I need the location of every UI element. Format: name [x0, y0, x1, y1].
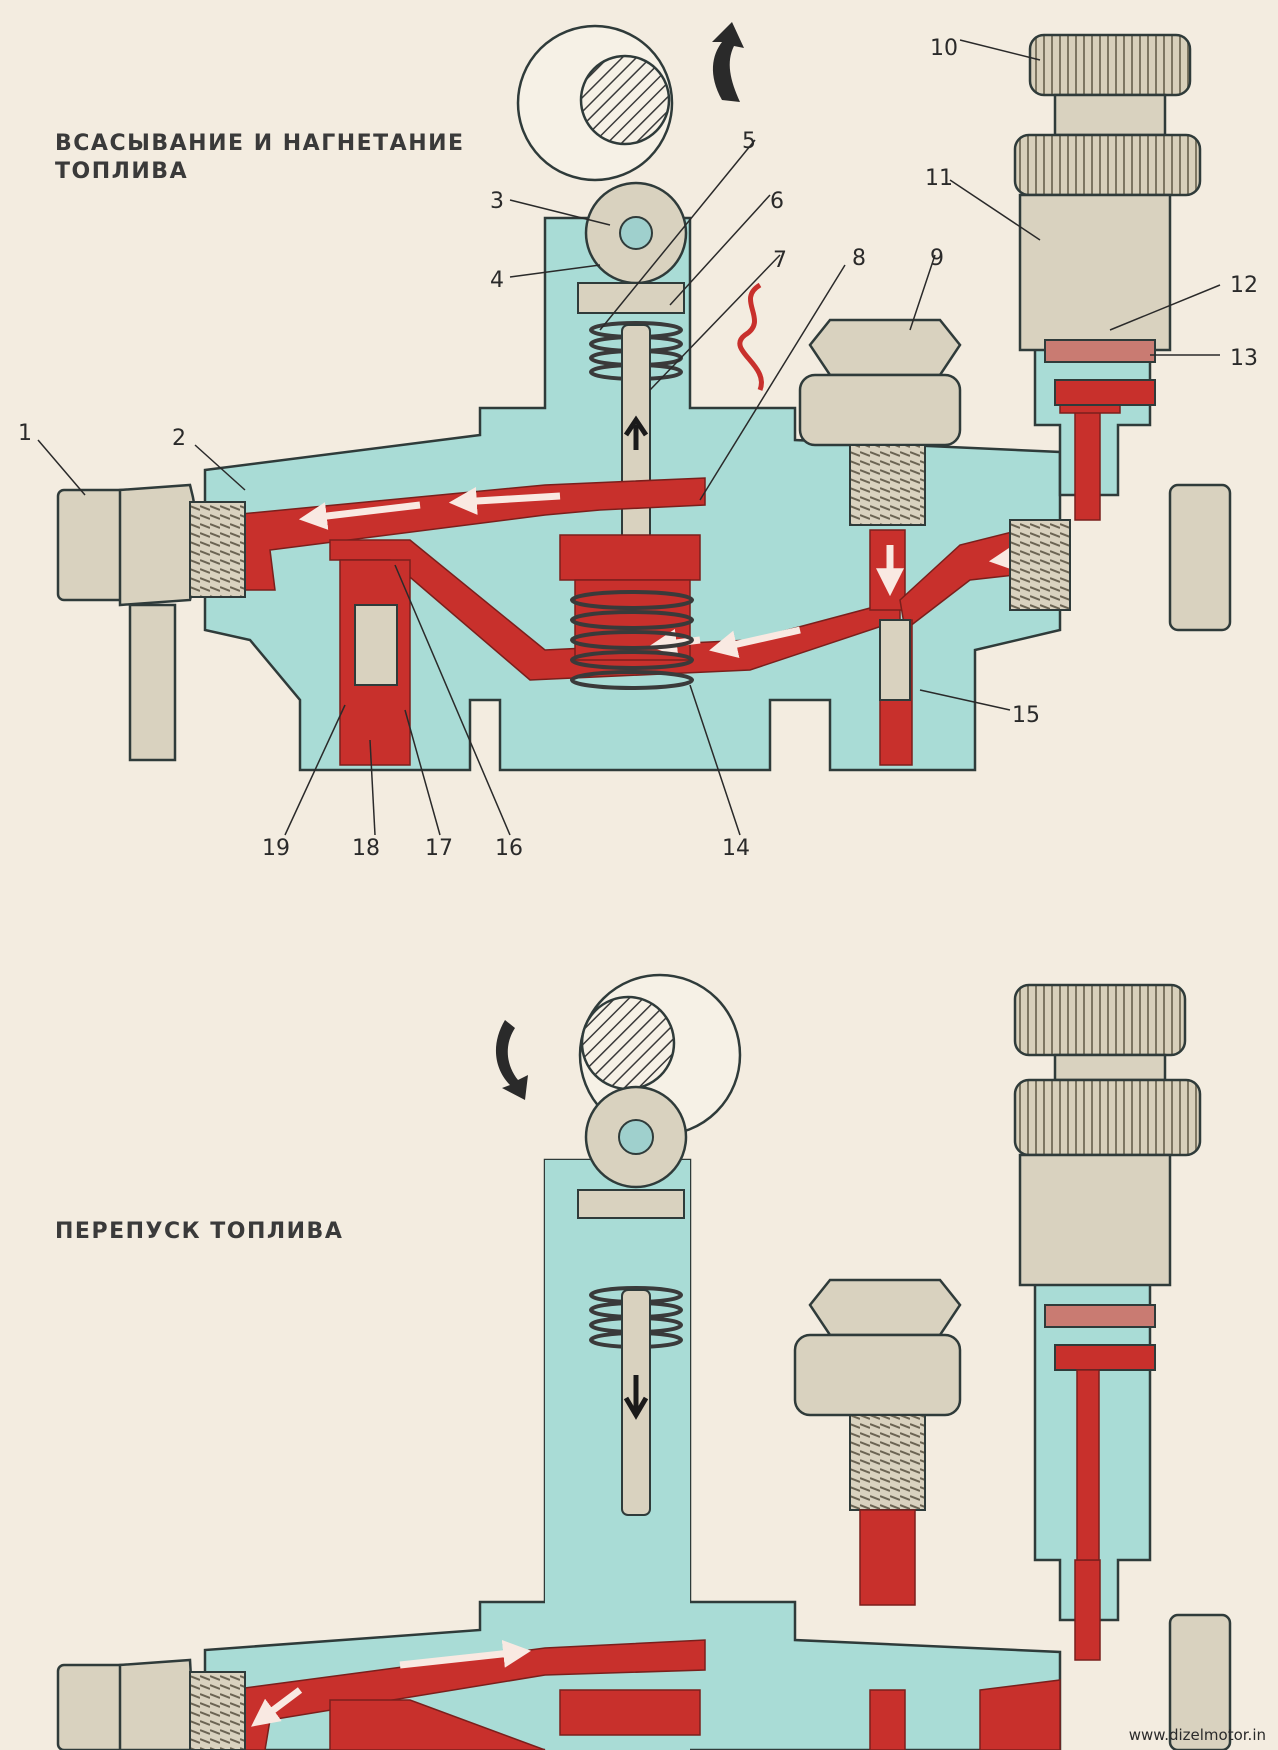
inlet-valve	[354, 604, 398, 686]
watermark: www.dizelmotor.in	[1128, 1726, 1266, 1744]
top-title-line-1: ВСАСЫВАНИЕ И НАГНЕТАНИЕ	[55, 131, 465, 156]
primer-knob[interactable]	[1028, 33, 1192, 97]
inlet-connector-2	[56, 1658, 246, 1750]
roller-axle-2	[618, 1119, 654, 1155]
bottom-diagram-title: ПЕРЕПУСК ТОПЛИВА	[55, 1219, 344, 1244]
piston-spring	[570, 590, 694, 690]
callout-17: 17	[425, 836, 453, 861]
cam	[516, 24, 674, 182]
hand-primer	[1013, 33, 1202, 406]
callout-8: 8	[852, 246, 866, 271]
callout-18: 18	[352, 836, 380, 861]
top-title-line-2: ТОПЛИВА	[55, 159, 189, 184]
callout-19: 19	[262, 836, 290, 861]
outlet-fitting	[798, 318, 962, 526]
primer-knob-2[interactable]	[1013, 983, 1187, 1057]
right-nut-2	[1168, 1613, 1232, 1750]
tappet-2	[577, 1189, 685, 1219]
callout-7: 7	[773, 248, 787, 273]
callout-14: 14	[722, 836, 750, 861]
leader-lines	[37, 39, 1221, 836]
outlet-fitting-2	[793, 1278, 962, 1606]
callout-9: 9	[930, 246, 944, 271]
callout-16: 16	[495, 836, 523, 861]
callout-1: 1	[18, 421, 32, 446]
roller-axle	[619, 216, 653, 250]
fuel-bypass-diagram	[56, 973, 1232, 1750]
rotation-arrow-icon-2	[495, 1020, 528, 1100]
callout-11: 11	[925, 166, 953, 191]
callout-13: 13	[1230, 346, 1258, 371]
outlet-valve	[879, 619, 911, 701]
fuel-inflow-arrow-icon	[737, 282, 764, 391]
tappet	[577, 282, 685, 314]
suction-discharge-diagram: 1 2 3 4 5 6 7 8 9 10 11 12 13 14 15 16 1…	[18, 22, 1258, 861]
flow-arrows-2	[251, 1639, 532, 1727]
right-nut	[1168, 483, 1232, 632]
fuel-channels-2	[229, 1559, 1101, 1750]
callout-2: 2	[172, 426, 186, 451]
callout-6: 6	[770, 189, 784, 214]
pushrod-down-arrow-icon	[623, 1375, 649, 1420]
cam-shaft	[579, 54, 671, 146]
inlet-connector	[56, 483, 246, 762]
right-thread	[1009, 519, 1071, 611]
pushrod-up-arrow-icon	[623, 415, 649, 450]
top-diagram-title: ВСАСЫВАНИЕ И НАГНЕТАНИЕ ТОПЛИВА	[55, 130, 465, 186]
callout-5: 5	[742, 129, 756, 154]
callout-12: 12	[1230, 273, 1258, 298]
callout-4: 4	[490, 268, 504, 293]
callout-15: 15	[1012, 703, 1040, 728]
hand-primer-2	[1013, 983, 1202, 1561]
callout-3: 3	[490, 189, 504, 214]
callout-10: 10	[930, 36, 958, 61]
cam-shaft-2	[580, 995, 676, 1091]
rotation-arrow-icon	[712, 22, 744, 102]
